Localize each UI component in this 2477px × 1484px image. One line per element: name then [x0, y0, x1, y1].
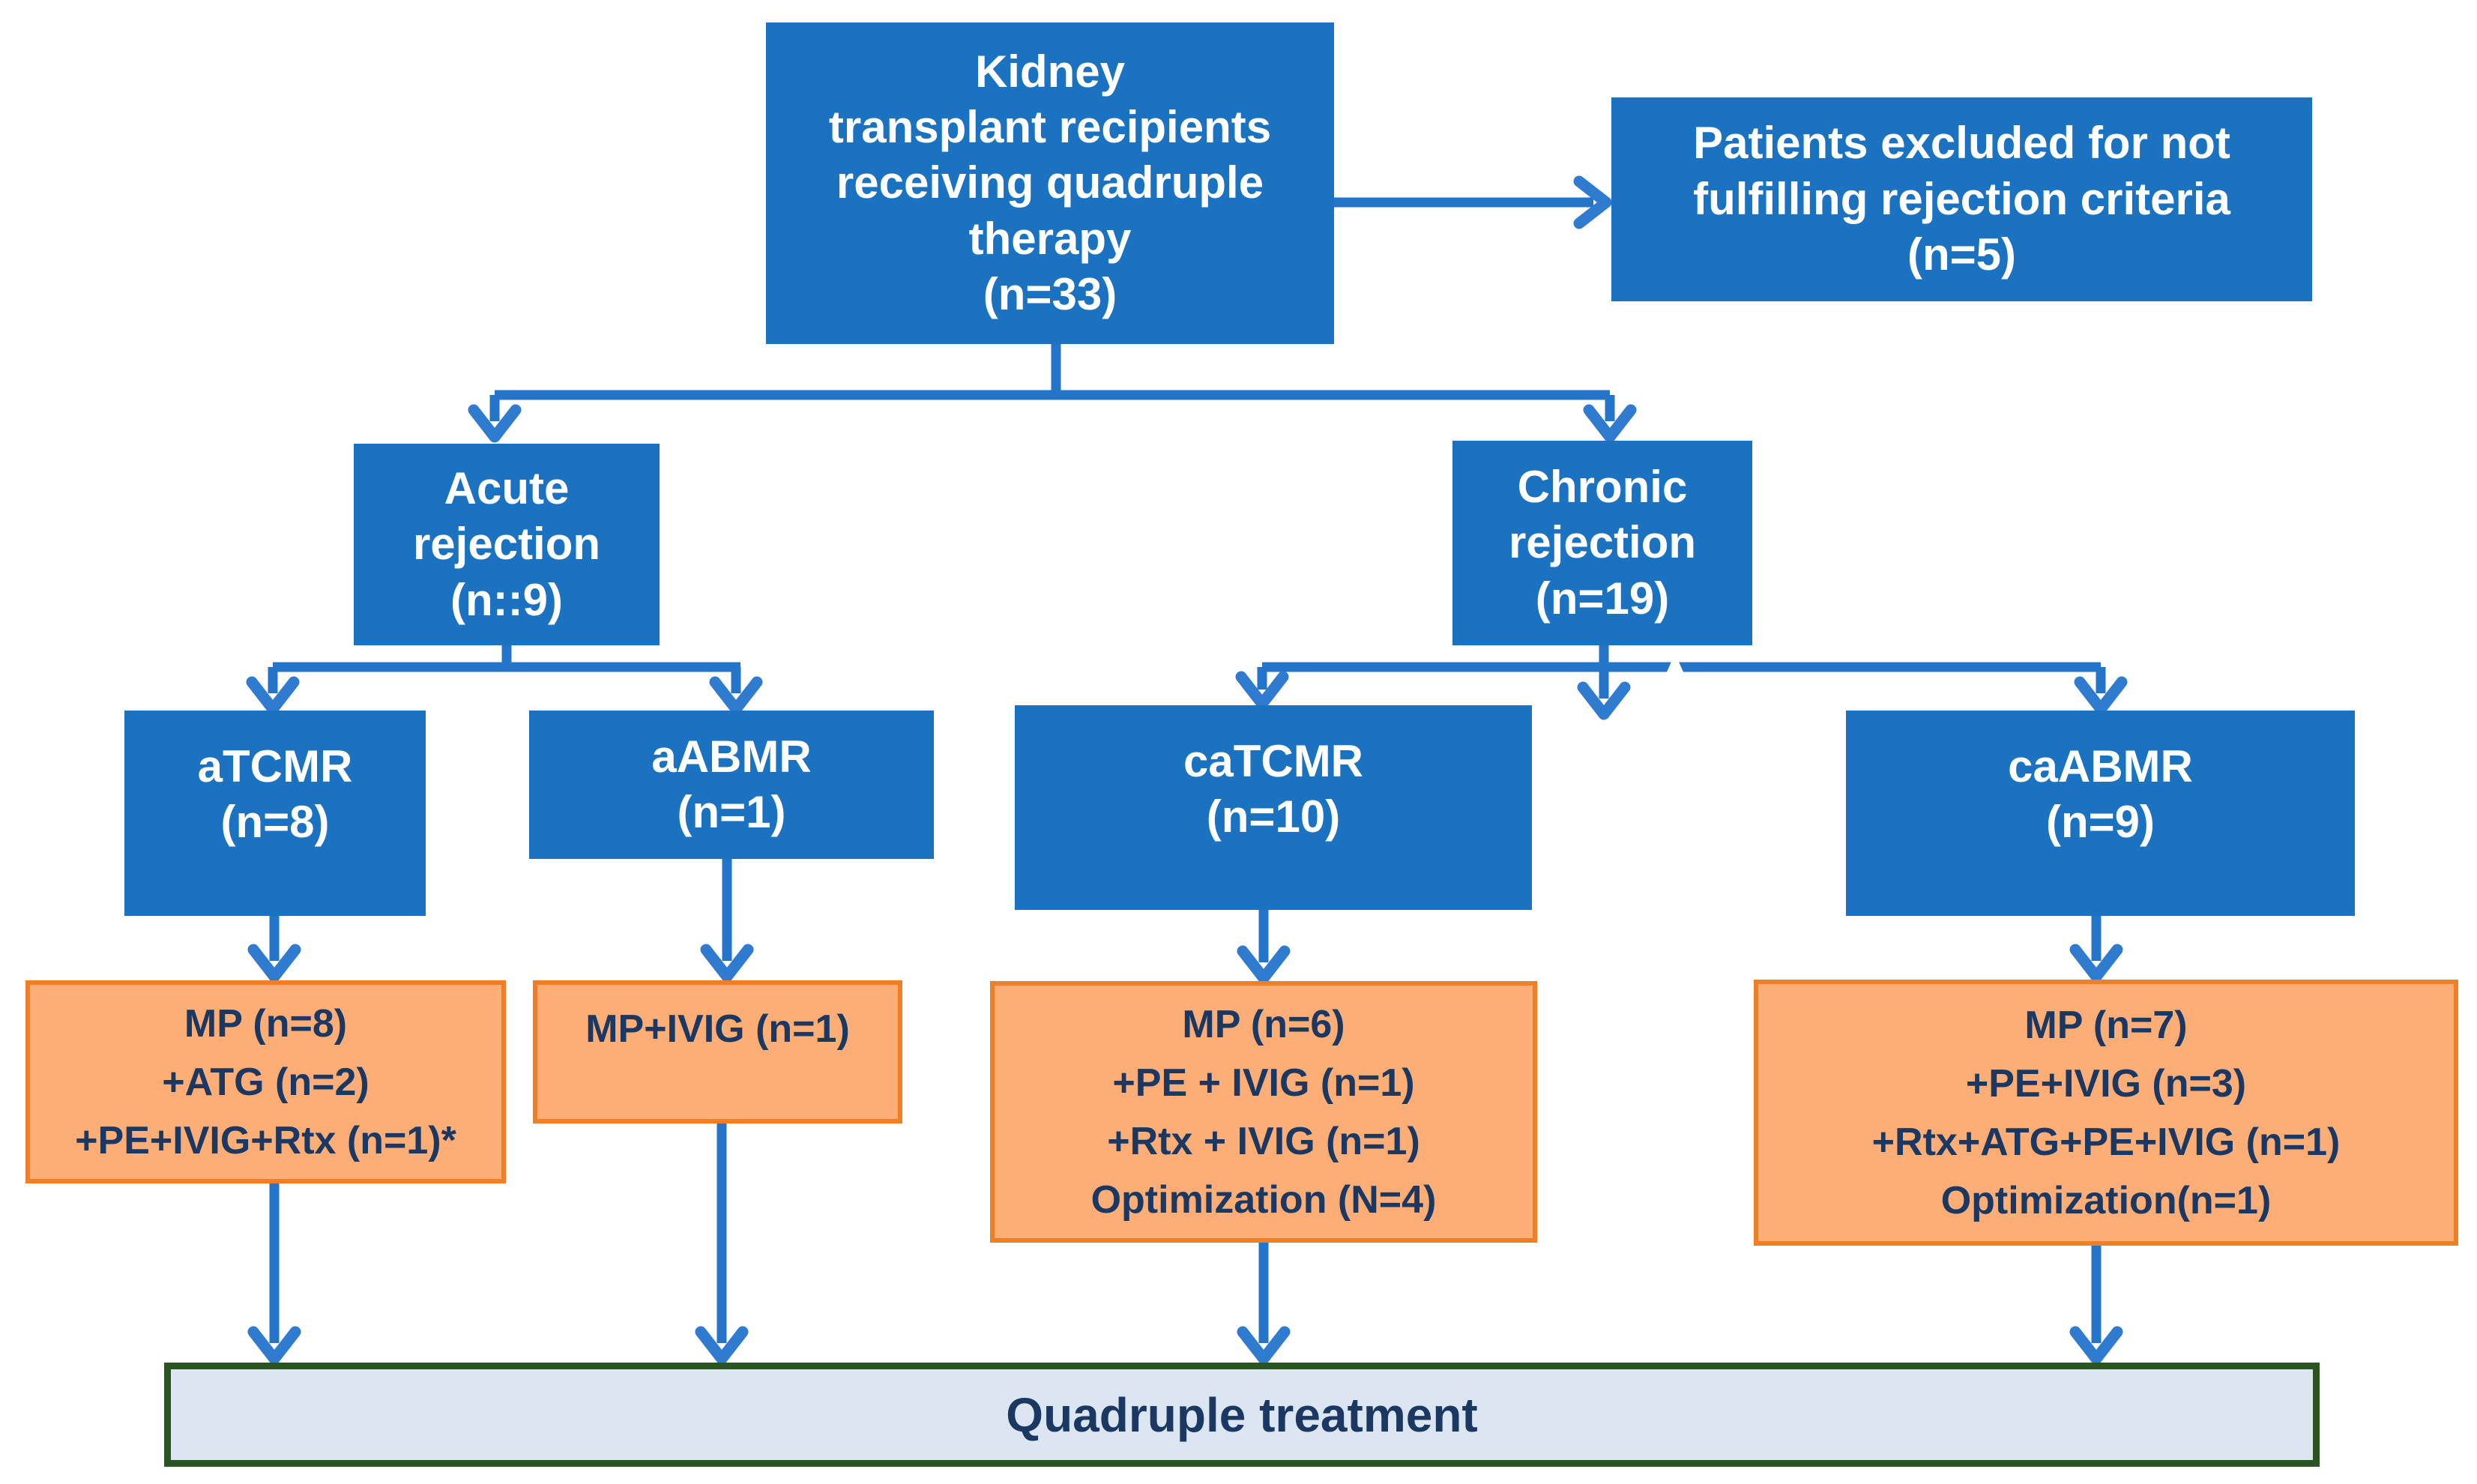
box-chronic-rejection: Chronic rejection (n=19) [1452, 441, 1752, 645]
arrowhead-treat2-icon [700, 944, 754, 983]
branch-notch [1665, 654, 1685, 675]
box-atcmr: aTCMR (n=8) [124, 711, 426, 916]
arrowhead-bar4-icon [2069, 1326, 2123, 1365]
arrowhead-to-aabmr-icon [709, 676, 763, 715]
arrowhead-to-catcmr-icon [1235, 671, 1289, 710]
box-treatment-atcmr: MP (n=8) +ATG (n=2) +PE+IVIG+Rtx (n=1)* [25, 980, 506, 1183]
arrowhead-treat4-icon [2069, 944, 2123, 983]
arrowhead-bar1-icon [247, 1326, 301, 1365]
arrowhead-to-caabmr-icon [2074, 676, 2128, 715]
arrowhead-bar3-icon [1237, 1326, 1291, 1365]
arrowhead-to-excluded-icon [1573, 175, 1612, 229]
arrowhead-to-acute-icon [468, 404, 522, 443]
arrowhead-bar2-icon [695, 1326, 749, 1365]
box-aabmr: aABMR (n=1) [529, 711, 934, 859]
box-treatment-catcmr: MP (n=6) +PE + IVIG (n=1) +Rtx + IVIG (n… [990, 981, 1537, 1243]
box-excluded-patients: Patients excluded for not fulfilling rej… [1611, 97, 2312, 301]
box-treatment-aabmr: MP+IVIG (n=1) [533, 980, 902, 1123]
box-acute-rejection: Acute rejection (n::9) [354, 444, 660, 645]
arrowhead-treat3-icon [1237, 945, 1291, 984]
arrowhead-chronic-center-icon [1577, 681, 1631, 720]
box-catcmr: caTCMR (n=10) [1015, 705, 1532, 910]
box-treatment-caabmr: MP (n=7) +PE+IVIG (n=3) +Rtx+ATG+PE+IVIG… [1754, 980, 2458, 1246]
arrowhead-treat1-icon [247, 944, 301, 983]
box-quadruple-treatment: Quadruple treatment [164, 1363, 2320, 1467]
box-root-population: Kidney transplant recipients receiving q… [766, 22, 1334, 344]
arrowhead-to-chronic-icon [1583, 404, 1637, 443]
box-caabmr: caABMR (n=9) [1846, 711, 2355, 916]
arrowhead-to-atcmr-icon [246, 676, 300, 715]
